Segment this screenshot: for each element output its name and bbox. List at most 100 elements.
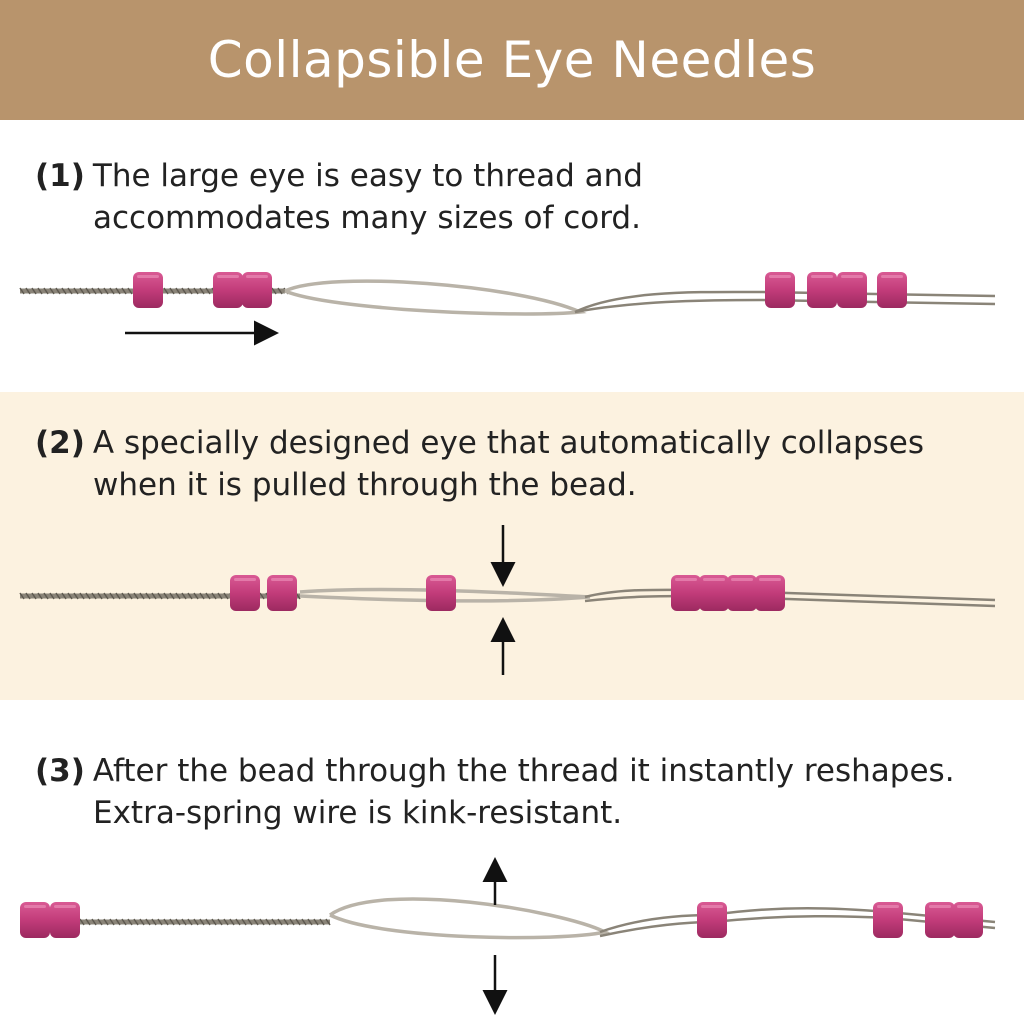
wire	[574, 290, 996, 314]
twist-mark	[103, 592, 109, 600]
twist-mark	[181, 592, 187, 600]
twist-mark	[97, 287, 103, 295]
bead-highlight	[24, 905, 46, 908]
twist-mark	[79, 592, 85, 600]
bead	[699, 575, 729, 611]
caption-line: After the bead through the thread it ins…	[92, 753, 955, 789]
bead	[242, 272, 272, 308]
twist-mark	[175, 287, 181, 295]
twist-mark	[223, 592, 229, 600]
twist-mark	[115, 592, 121, 600]
bead	[953, 902, 983, 938]
twist-mark	[31, 592, 37, 600]
twist-mark	[103, 287, 109, 295]
step-3-caption: (3)After the bead through the thread it …	[35, 750, 955, 834]
bead	[426, 575, 456, 611]
twist-mark	[109, 287, 115, 295]
bead	[697, 902, 727, 938]
twist-mark	[85, 592, 91, 600]
bead-highlight	[769, 275, 791, 278]
twist-mark	[73, 592, 79, 600]
twist-mark	[199, 918, 205, 926]
twist-mark	[217, 592, 223, 600]
step-2-section: (2)A specially designed eye that automat…	[0, 392, 1024, 700]
twist-mark	[193, 592, 199, 600]
twist-mark	[313, 918, 319, 926]
caption-line: Extra-spring wire is kink-resistant.	[93, 795, 623, 831]
twist-mark	[115, 918, 121, 926]
bead-highlight	[701, 905, 723, 908]
twist-mark	[181, 287, 187, 295]
twist-mark	[169, 592, 175, 600]
twist-mark	[79, 918, 85, 926]
twist-mark	[271, 287, 277, 295]
twist-mark	[91, 918, 97, 926]
twist-mark	[163, 918, 169, 926]
bead-highlight	[957, 905, 979, 908]
twist-mark	[151, 592, 157, 600]
step-2-caption: (2)A specially designed eye that automat…	[35, 422, 924, 506]
page-title: Collapsible Eye Needles	[207, 31, 817, 89]
twist-mark	[301, 918, 307, 926]
twist-mark	[277, 287, 283, 295]
bead-highlight	[137, 275, 159, 278]
twist-mark	[217, 918, 223, 926]
twist-mark	[121, 287, 127, 295]
twist-mark	[19, 287, 25, 295]
twist-mark	[115, 287, 121, 295]
twist-mark	[253, 918, 259, 926]
twist-mark	[67, 592, 73, 600]
twist-mark	[163, 287, 169, 295]
twist-mark	[199, 287, 205, 295]
twist-mark	[211, 918, 217, 926]
twist-mark	[325, 918, 331, 926]
twist-mark	[31, 287, 37, 295]
bead-highlight	[731, 578, 753, 581]
twist-mark	[37, 592, 43, 600]
twist-mark	[295, 918, 301, 926]
twist-mark	[283, 918, 289, 926]
twist-mark	[109, 592, 115, 600]
twist-mark	[55, 287, 61, 295]
bead	[671, 575, 701, 611]
twist-mark	[91, 592, 97, 600]
wire	[574, 298, 996, 314]
twist-mark	[19, 592, 25, 600]
caption-line: A specially designed eye that automatica…	[92, 425, 925, 461]
step-1-section: (1)The large eye is easy to thread and a…	[0, 120, 1024, 392]
twist-mark	[121, 592, 127, 600]
twist-mark	[211, 592, 217, 600]
twist-mark	[85, 918, 91, 926]
twist-mark	[25, 592, 31, 600]
twist-mark	[133, 918, 139, 926]
twist-mark	[247, 918, 253, 926]
bead-highlight	[841, 275, 863, 278]
step-1-caption: (1)The large eye is easy to thread and a…	[35, 155, 643, 239]
bead-highlight	[675, 578, 697, 581]
twist-mark	[61, 287, 67, 295]
bead-highlight	[271, 578, 293, 581]
twist-mark	[67, 287, 73, 295]
twist-mark	[49, 287, 55, 295]
bead	[50, 902, 80, 938]
step-number: (1)	[35, 158, 85, 194]
twist-mark	[151, 918, 157, 926]
twist-mark	[145, 592, 151, 600]
bead	[925, 902, 955, 938]
twist-mark	[43, 592, 49, 600]
twist-mark	[133, 592, 139, 600]
twist-mark	[241, 918, 247, 926]
bead-highlight	[811, 275, 833, 278]
caption-line: The large eye is easy to thread and	[92, 158, 643, 194]
twist-mark	[271, 918, 277, 926]
twist-mark	[205, 592, 211, 600]
twist-mark	[157, 592, 163, 600]
twist-mark	[121, 918, 127, 926]
twist-mark	[175, 592, 181, 600]
bead-highlight	[929, 905, 951, 908]
twist-mark	[169, 918, 175, 926]
twist-mark	[187, 592, 193, 600]
step-3-section: (3)After the bead through the thread it …	[0, 700, 1024, 1024]
bead	[873, 902, 903, 938]
